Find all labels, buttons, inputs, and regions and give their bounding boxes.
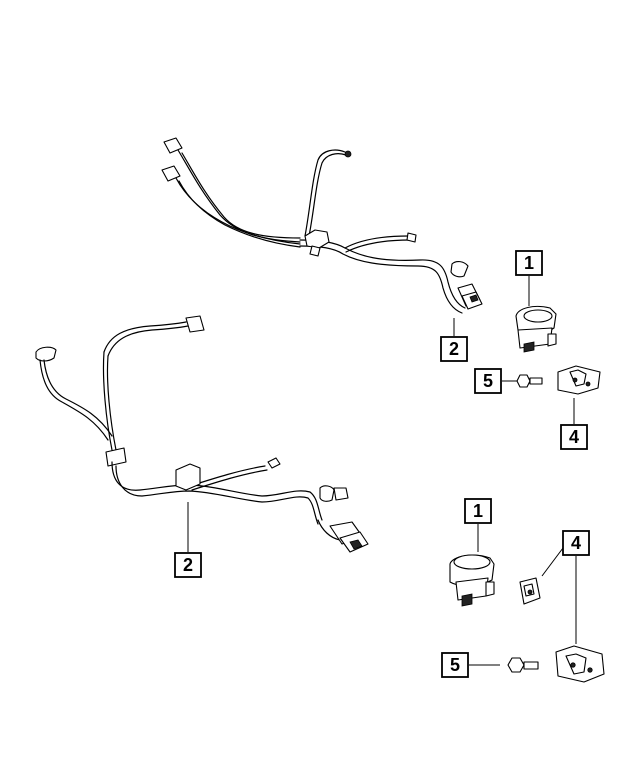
lower-bolt-icon [507, 657, 539, 673]
callout-lower-1-label: 1 [473, 501, 483, 521]
callout-lower-5: 5 [441, 652, 469, 678]
upper-bolt-icon [516, 374, 543, 388]
callout-upper-5-label: 5 [483, 371, 493, 391]
upper-purge-valve-icon [515, 305, 557, 353]
callout-lower-2-label: 2 [183, 555, 193, 575]
callout-lower-4-label: 4 [571, 533, 581, 553]
callout-lower-1: 1 [464, 498, 492, 524]
callout-upper-2: 2 [440, 336, 468, 362]
upper-mounting-bracket-icon [557, 365, 601, 395]
callout-upper-4: 4 [560, 424, 588, 450]
callout-lower-4: 4 [562, 530, 590, 556]
lower-purge-valve-icon [449, 554, 495, 607]
callout-upper-5: 5 [474, 368, 502, 394]
callout-upper-4-label: 4 [569, 427, 579, 447]
lower-mounting-bracket-icon [555, 645, 605, 683]
lower-fuel-line-harness [35, 315, 369, 553]
callout-upper-1: 1 [515, 250, 543, 276]
callout-upper-1-label: 1 [524, 253, 534, 273]
callout-upper-2-label: 2 [449, 339, 459, 359]
lower-small-bracket-icon [519, 577, 541, 605]
callout-lower-2: 2 [174, 552, 202, 578]
upper-fuel-line-harness [161, 137, 483, 314]
callout-lower-5-label: 5 [450, 655, 460, 675]
lower-4-leader-a [541, 547, 564, 577]
